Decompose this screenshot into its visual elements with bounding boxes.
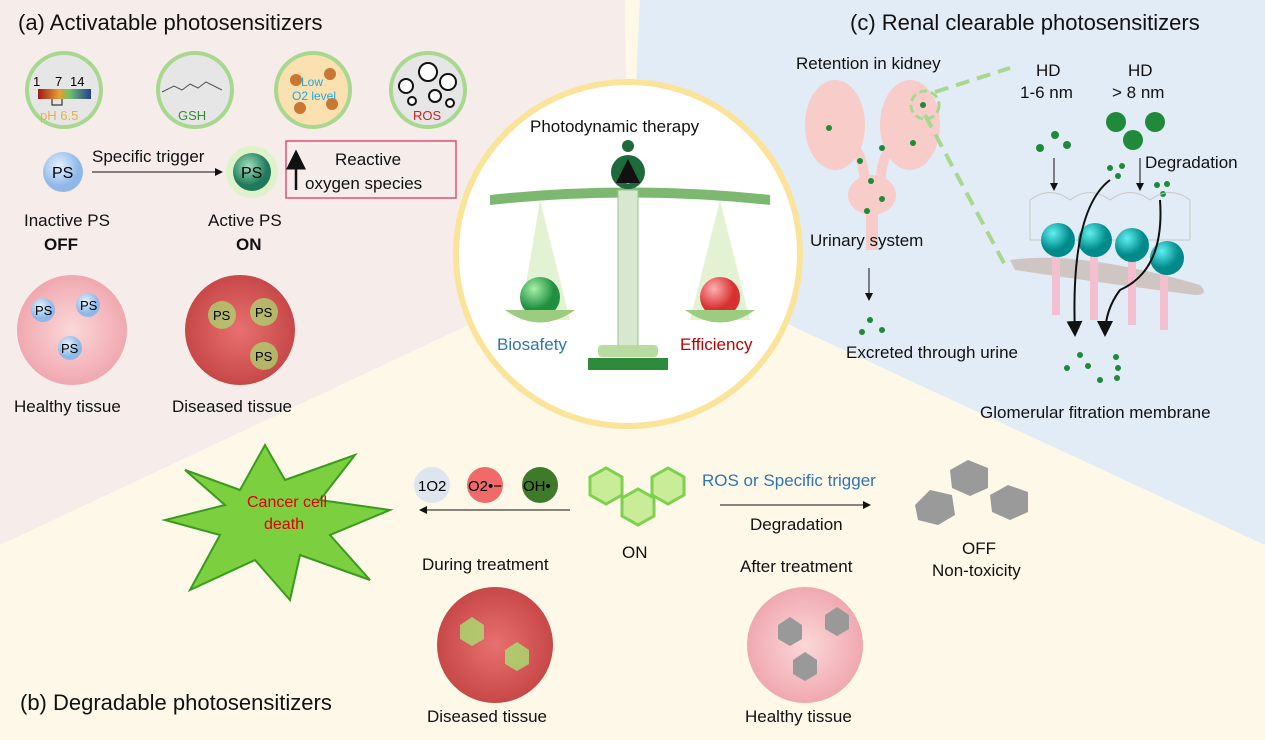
ps-label: PS [52, 165, 73, 182]
ros-trigger-icon: ROS [389, 51, 467, 129]
ros-box-text: oxygen species [305, 174, 422, 193]
efficiency-label: Efficiency [680, 335, 753, 354]
panel-a-background [0, 0, 628, 545]
ps-label: PS [241, 165, 262, 182]
degradation-trigger-label: ROS or Specific trigger [702, 471, 876, 490]
zoom-callout-lines [923, 66, 1011, 266]
on-label: ON [622, 543, 648, 562]
ps-nanoparticles [826, 102, 1170, 383]
hypoxia-trigger-icon: Low O2 level [274, 51, 352, 129]
active-label: Active PS [208, 211, 282, 230]
after-treatment-label: After treatment [740, 557, 853, 576]
ps-label: PS [80, 298, 98, 313]
ps-label: PS [255, 305, 273, 320]
gsh-label: GSH [178, 108, 206, 123]
non-toxicity-label: Non-toxicity [932, 561, 1021, 580]
cancer-death-label: death [264, 516, 304, 533]
retention-label: Retention in kidney [796, 54, 941, 73]
off-label: OFF [44, 235, 78, 254]
healthy-tissue-label: Healthy tissue [14, 397, 121, 416]
inactive-ps-icon [43, 152, 83, 192]
hd-small-size: 1-6 nm [1020, 83, 1073, 102]
center-title: Photodynamic therapy [530, 117, 700, 136]
off-label: OFF [962, 539, 996, 558]
panel-c-title: (c) Renal clearable photosensitizers [850, 10, 1200, 35]
active-ps-molecule [588, 466, 686, 527]
ph-tick: 14 [70, 74, 84, 89]
excreted-label: Excreted through urine [846, 343, 1018, 362]
diseased-tissue-label: Diseased tissue [427, 707, 547, 726]
panel-a: (a) Activatable photosensitizers 1 7 14 … [14, 10, 467, 416]
hd-large-label: HD [1128, 61, 1153, 80]
diseased-tissue-illustration: PS PS PS [185, 275, 295, 385]
membrane-label: Glomerular fitration membrane [980, 403, 1211, 422]
panel-c: (c) Renal clearable photosensitizers Ret… [796, 10, 1238, 422]
hydroxyl-label: OH• [523, 478, 551, 495]
biosafety-label: Biosafety [497, 335, 567, 354]
trigger-label: Specific trigger [92, 147, 205, 166]
diseased-tissue-treated [437, 587, 553, 703]
inactive-label: Inactive PS [24, 211, 110, 230]
ps-label: PS [213, 308, 231, 323]
ps-label: PS [255, 349, 273, 364]
zoom-circle [909, 89, 941, 121]
ph-tick: 7 [55, 74, 62, 89]
cancer-death-burst [161, 442, 394, 603]
healthy-tissue-label: Healthy tissue [745, 707, 852, 726]
hydroxyl-icon [522, 467, 558, 503]
on-label: ON [236, 235, 262, 254]
singlet-oxygen-icon [414, 467, 450, 503]
ros-label: ROS [413, 108, 442, 123]
kidney-illustration [805, 80, 940, 250]
ps-label: PS [35, 303, 53, 318]
ph-label: pH 6.5 [40, 108, 78, 123]
healthy-tissue-illustration: PS PS PS [17, 275, 127, 385]
panel-b: (b) Degradable photosensitizers Cancer c… [20, 442, 1028, 726]
glomerular-membrane-illustration [1010, 192, 1204, 330]
degraded-fragments [915, 460, 1028, 525]
ph-trigger-icon: 1 7 14 pH 6.5 [25, 51, 103, 129]
hypoxia-label: O2 level [292, 89, 336, 103]
superoxide-icon [467, 467, 503, 503]
hypoxia-label: Low [301, 75, 323, 89]
healthy-tissue-after [747, 587, 863, 703]
panel-c-background [628, 0, 1265, 545]
cancer-death-label: Cancer cell [247, 494, 327, 511]
during-treatment-label: During treatment [422, 555, 549, 574]
hd-large-size: > 8 nm [1112, 83, 1164, 102]
center-balance: Photodynamic therapy Biosafety Efficienc… [453, 79, 803, 429]
degradation-label: Degradation [750, 515, 843, 534]
panel-b-title: (b) Degradable photosensitizers [20, 690, 332, 715]
active-ps-icon [233, 153, 271, 191]
gsh-trigger-icon: GSH [156, 51, 234, 129]
urinary-system-label: Urinary system [810, 231, 923, 250]
diseased-tissue-label: Diseased tissue [172, 397, 292, 416]
degradation-label: Degradation [1145, 153, 1238, 172]
ros-box [285, 140, 457, 199]
superoxide-label: O2•− [468, 478, 502, 495]
ps-label: PS [61, 341, 79, 356]
ros-box-text: Reactive [335, 150, 401, 169]
panel-a-title: (a) Activatable photosensitizers [18, 10, 323, 35]
ph-tick: 1 [33, 74, 40, 89]
singlet-oxygen-label: 1O2 [418, 478, 446, 495]
hd-small-label: HD [1036, 61, 1061, 80]
